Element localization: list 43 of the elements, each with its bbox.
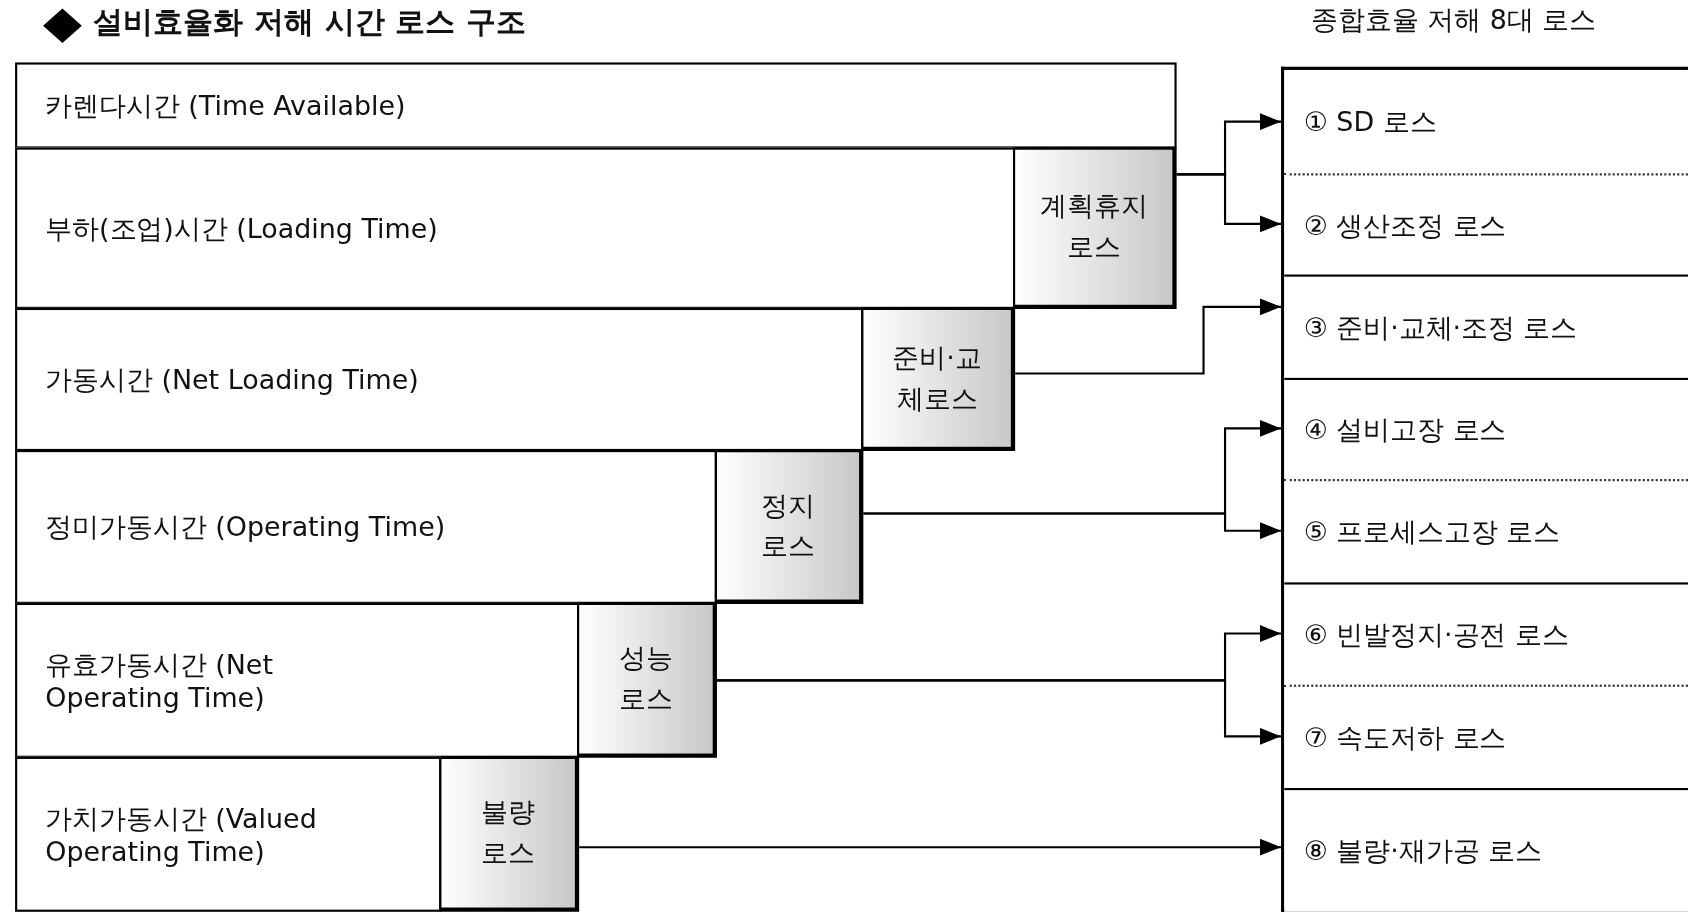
node-label: 가동시간 (Net Loading Time) [45, 362, 419, 398]
loss-box [439, 756, 580, 912]
arrow [1015, 298, 1282, 375]
node-label: ③ 준비·교체·조정 로스 [1303, 310, 1578, 345]
node-label: 불량 로스 [480, 795, 536, 871]
loss-box [714, 450, 864, 604]
loss-box [577, 602, 717, 758]
node-label: ⑤ 프로세스고장 로스 [1303, 515, 1561, 550]
node-label: 카렌다시간 (Time Available) [45, 88, 406, 124]
arrow [1176, 173, 1282, 233]
node-label: 정미가동시간 (Operating Time) [45, 510, 446, 545]
node-label: ⑧ 불량·재가공 로스 [1303, 834, 1542, 869]
loss-list-cell [1284, 274, 1688, 378]
time-bar [15, 307, 864, 452]
loss-box [1013, 147, 1177, 309]
loss-list-cell [1284, 788, 1688, 912]
node-label: 계획휴지 로스 [1038, 189, 1149, 265]
node-label: 준비·교체로스 [891, 340, 983, 416]
loss-list-cell [1284, 684, 1688, 788]
time-bar [15, 756, 442, 912]
node-label: ① SD 로스 [1303, 105, 1437, 140]
node-label: ⑦ 속도저하 로스 [1303, 720, 1507, 755]
node-label: 유효가동시간 (Net Operating Time) [45, 648, 274, 714]
time-bar [15, 602, 580, 758]
node-label: 정지 로스 [760, 488, 816, 564]
column-heading: 종합효율 저해 8대 로스 [1311, 3, 1597, 38]
node-label: 가치가동시간 (Valued Operating Time) [45, 802, 318, 868]
node-label: 부하(조업)시간 (Loading Time) [45, 211, 438, 246]
title: 설비효율화 저해 시간 로스 구조 [92, 3, 527, 42]
loss-list-cell [1284, 173, 1688, 275]
arrow [863, 512, 1282, 540]
time-bar [15, 62, 1177, 149]
loss-list-cell [1284, 479, 1688, 583]
node-label: ④ 설비고장 로스 [1303, 412, 1507, 448]
arrow [579, 838, 1282, 856]
loss-list-cell [1284, 377, 1688, 480]
loss-box [861, 307, 1016, 452]
node-label: 성능 로스 [618, 641, 674, 717]
time-bar [15, 450, 717, 604]
node-label: ② 생산조정 로스 [1303, 208, 1507, 243]
loss-list-cell [1284, 582, 1688, 685]
arrow [716, 679, 1282, 745]
node-label: ⑥ 빈발정지·공전 로스 [1303, 618, 1569, 653]
